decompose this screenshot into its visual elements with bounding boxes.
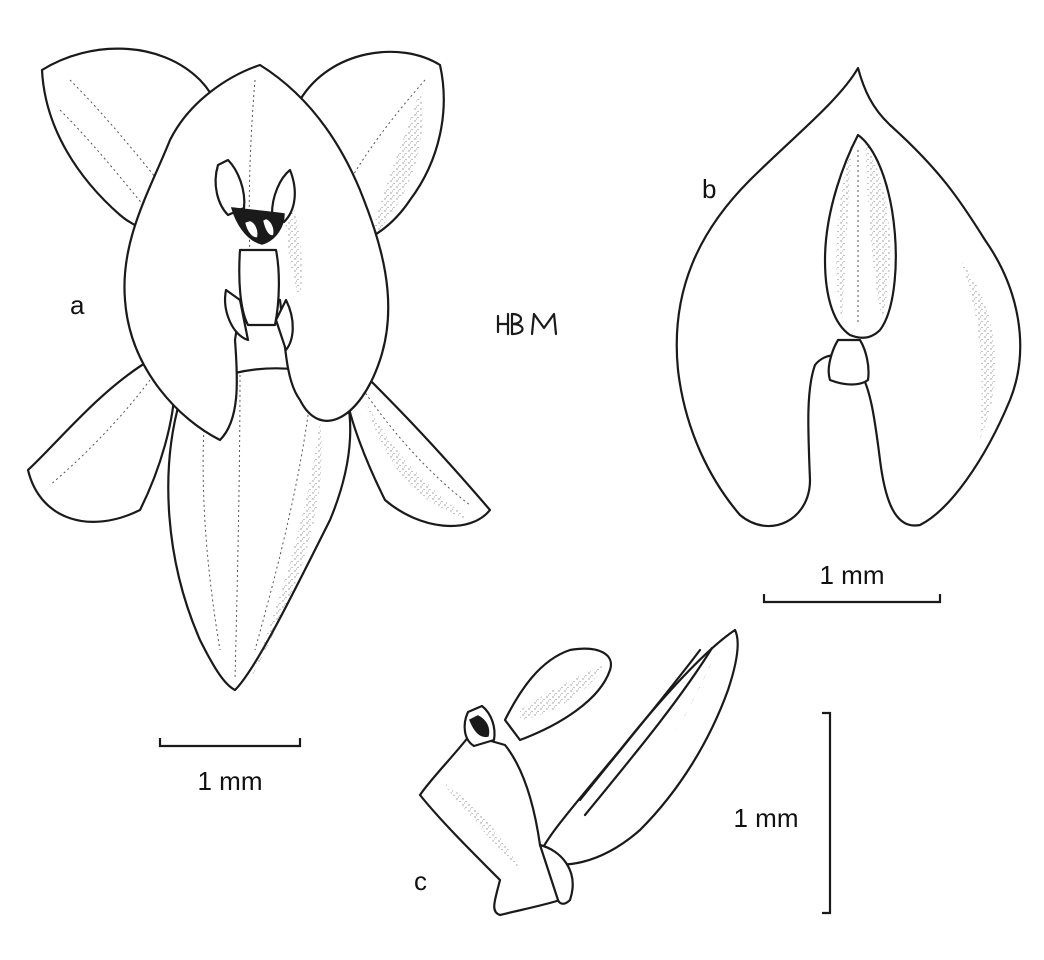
panel-a-scale-label: 1 mm: [198, 766, 263, 796]
panel-c-scale-bar: [822, 711, 832, 915]
panel-b-scale-label: 1 mm: [820, 560, 885, 590]
panel-b-letter: b: [702, 174, 716, 204]
panel-c-letter: c: [414, 866, 427, 896]
panel-c-column-drawing: [418, 628, 739, 917]
panel-c-scale-label: 1 mm: [734, 803, 799, 833]
panel-a-letter: a: [70, 290, 85, 320]
panel-a-scale-bar: [158, 738, 302, 748]
panel-a-flower-drawing: [26, 47, 492, 692]
panel-b-lip-drawing: [675, 66, 1022, 528]
panel-b-scale-bar: [762, 594, 942, 604]
artist-monogram-signature: [496, 312, 558, 336]
